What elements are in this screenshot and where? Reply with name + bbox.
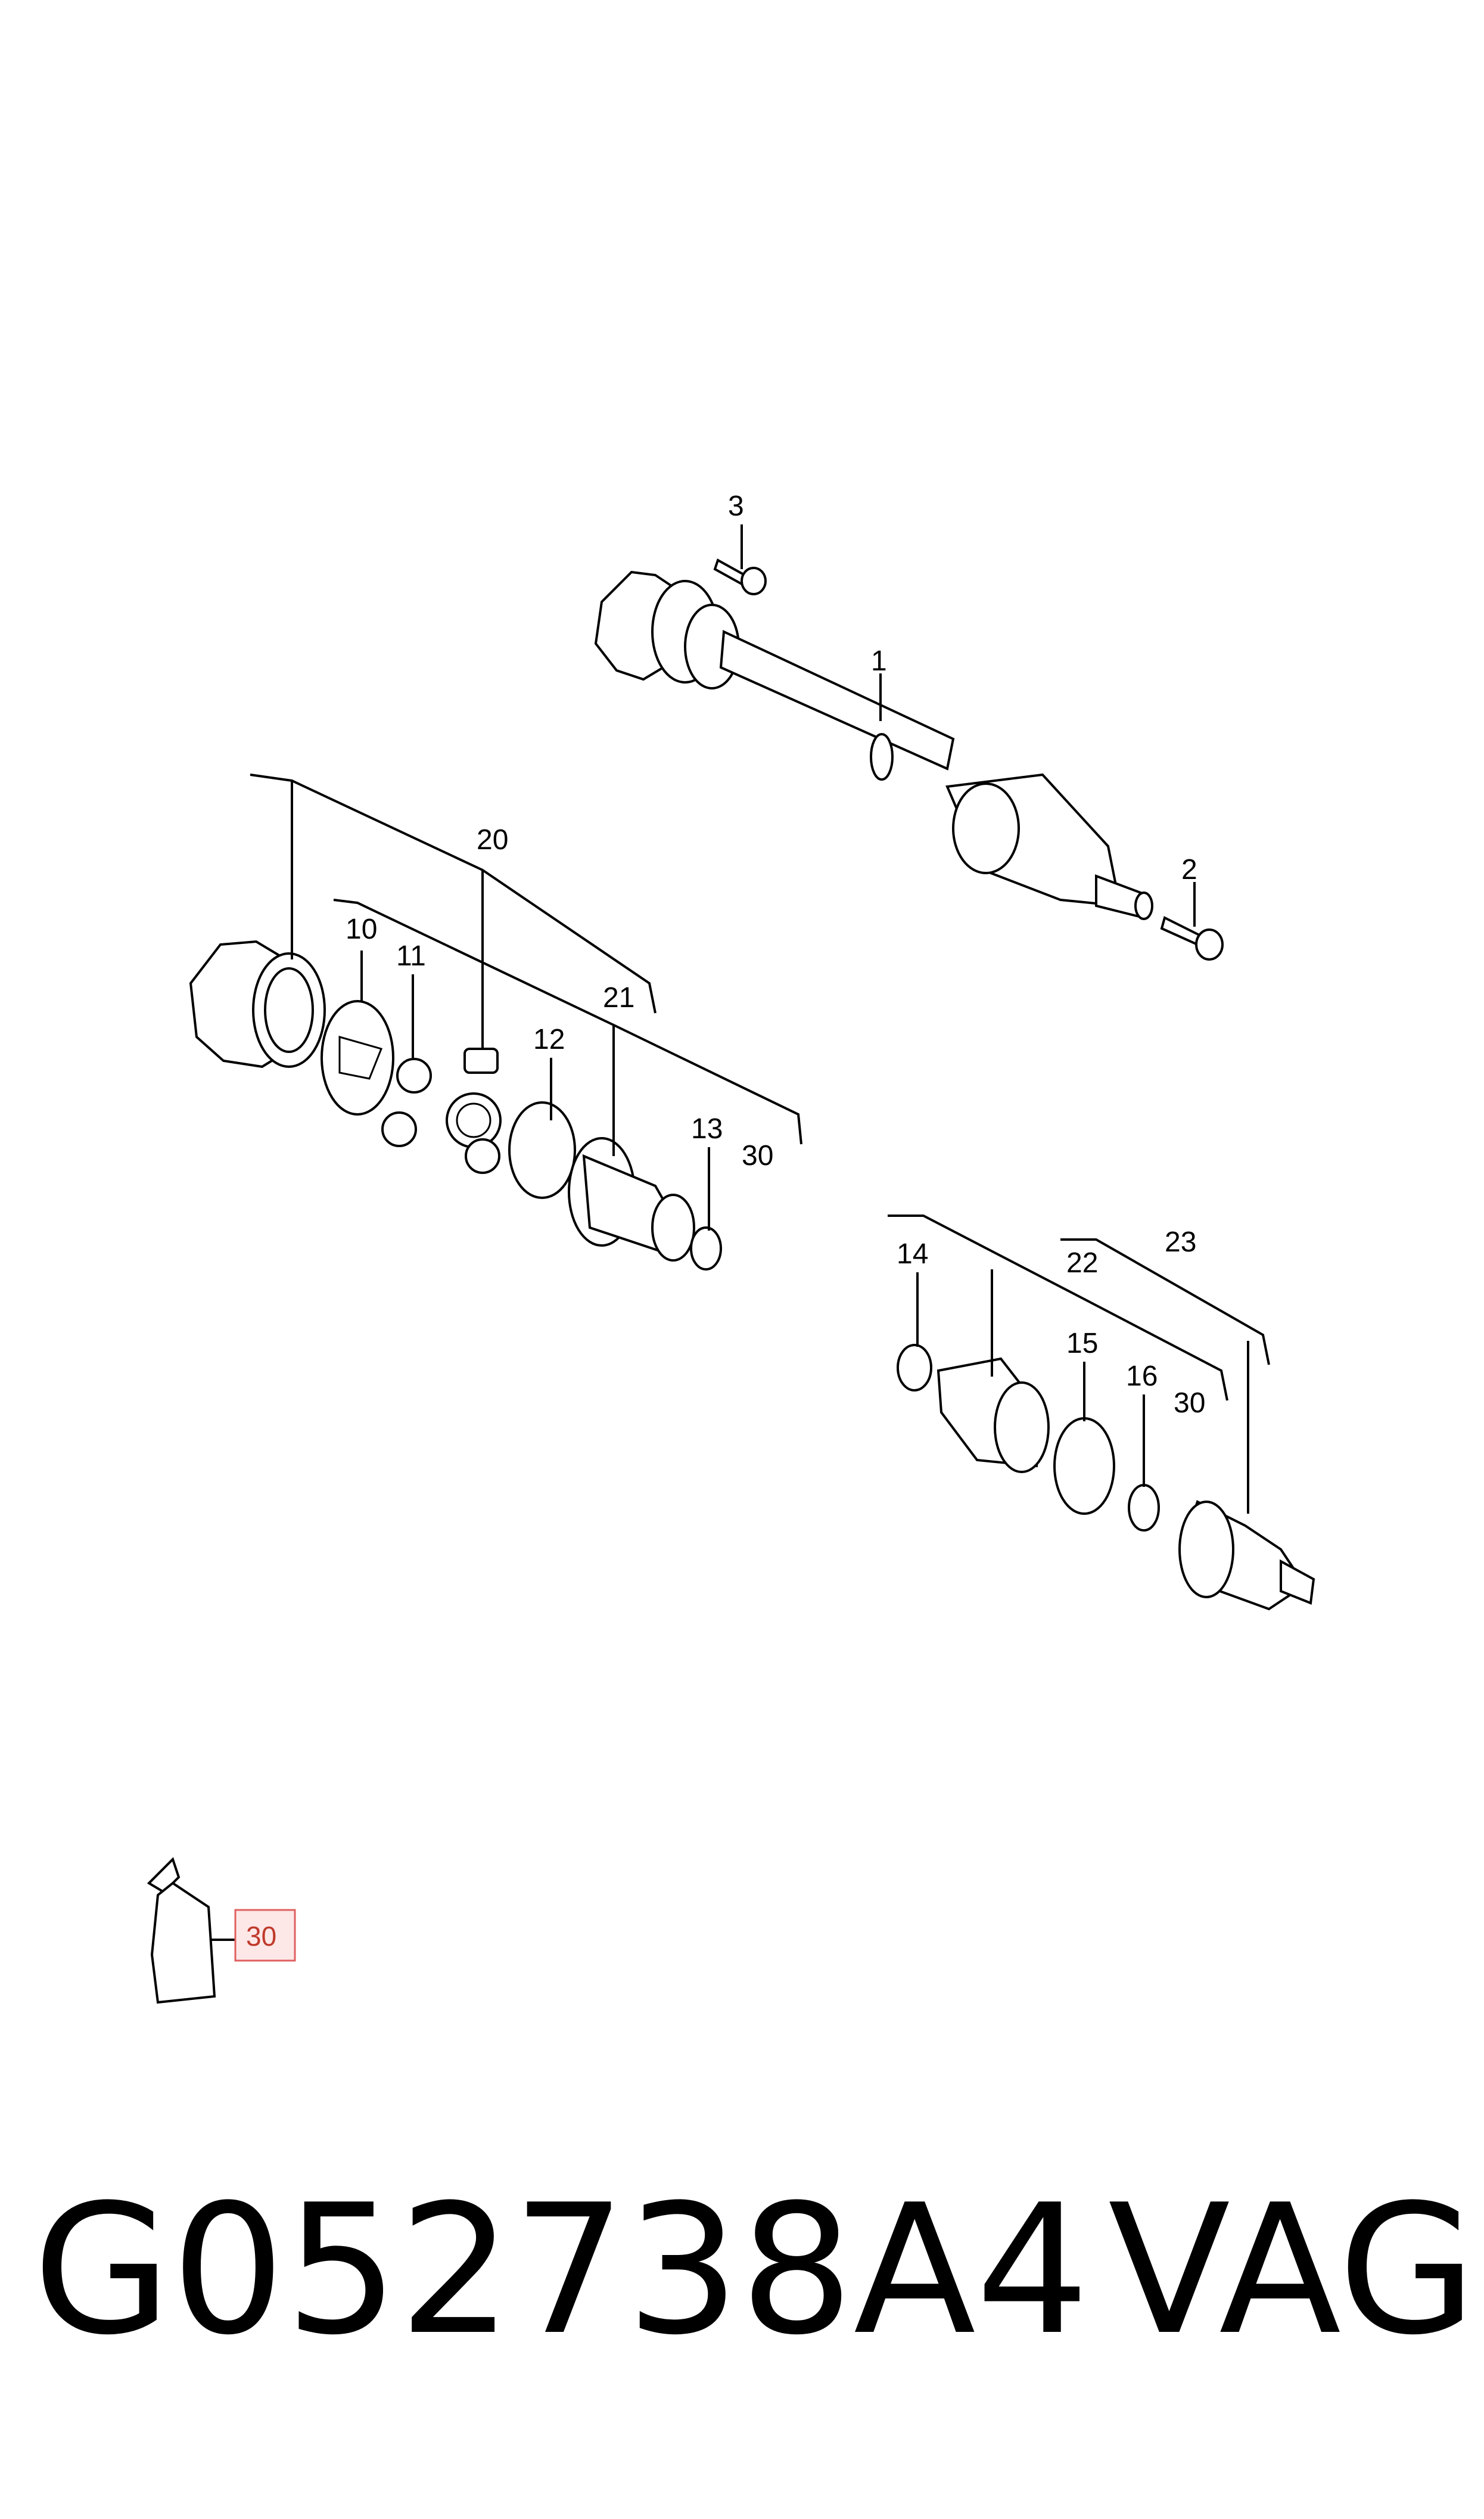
callout-1: 1 bbox=[871, 645, 887, 677]
bolt-2-part bbox=[1160, 916, 1224, 961]
callout-16: 16 bbox=[1126, 1361, 1158, 1392]
callout-10: 10 bbox=[346, 914, 377, 945]
callout-15: 15 bbox=[1066, 1328, 1098, 1359]
inner-joint-kit-parts bbox=[189, 940, 722, 1271]
outer-joint-kit-parts bbox=[897, 1344, 1315, 1611]
part-number-caption: G052738A4 bbox=[33, 2166, 1090, 2374]
callout-11: 11 bbox=[396, 940, 426, 972]
callout-22: 22 bbox=[1066, 1247, 1098, 1279]
brand-caption: VAG bbox=[1108, 2166, 1477, 2374]
callout-30-inner-kit: 30 bbox=[742, 1140, 773, 1172]
grease-tube-part bbox=[147, 1857, 216, 2004]
callout-13: 13 bbox=[691, 1113, 723, 1145]
callout-21: 21 bbox=[603, 982, 634, 1014]
callout-23: 23 bbox=[1165, 1226, 1196, 1258]
callout-30-grease: 30 bbox=[246, 1921, 276, 1952]
callout-20: 20 bbox=[477, 824, 508, 856]
drive-shaft-assembly bbox=[594, 570, 1153, 920]
callout-12: 12 bbox=[533, 1024, 565, 1055]
callout-2: 2 bbox=[1181, 854, 1197, 886]
callout-30-outer-kit: 30 bbox=[1174, 1387, 1205, 1419]
callout-14: 14 bbox=[897, 1238, 928, 1270]
leader-lines bbox=[211, 524, 1270, 1941]
callout-3: 3 bbox=[728, 490, 744, 522]
bolt-3-part bbox=[713, 558, 767, 595]
diagram-canvas: 3 1 2 20 10 11 21 12 13 30 23 14 22 15 1… bbox=[147, 490, 1315, 2004]
callout-30-grease-highlight[interactable]: 30 bbox=[234, 1909, 296, 1962]
